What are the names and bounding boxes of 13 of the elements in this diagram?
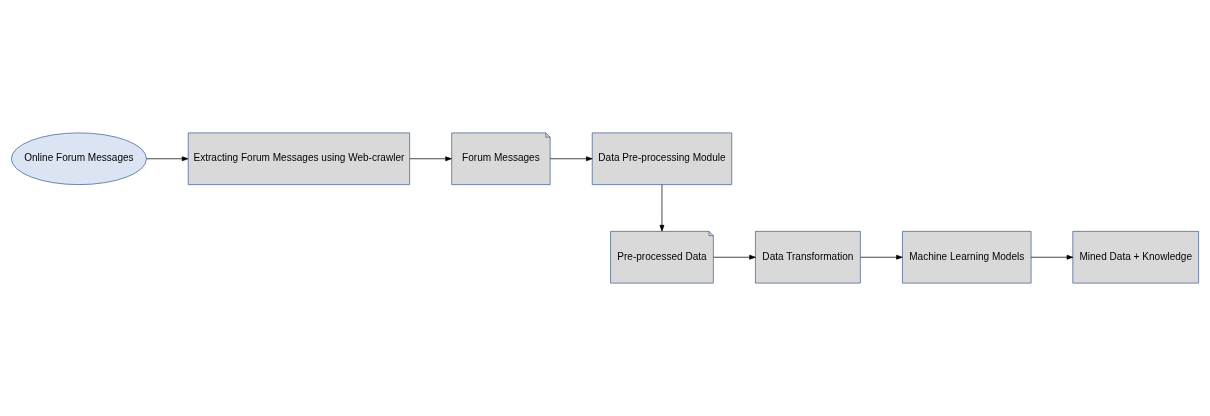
arrow bbox=[549, 156, 593, 162]
node-box: Extracting Forum Messages using Web-crawler bbox=[187, 132, 410, 185]
node-box: Data Pre-processing Module bbox=[591, 132, 733, 185]
arrow bbox=[1030, 254, 1074, 260]
node-ellipse: Online Forum Messages bbox=[11, 132, 147, 185]
arrow bbox=[860, 254, 903, 260]
node-box: Machine Learning Models bbox=[902, 231, 1032, 284]
node-box: Data Transformation bbox=[755, 231, 861, 284]
arrow bbox=[713, 254, 756, 260]
arrow bbox=[146, 156, 189, 162]
arrow bbox=[659, 184, 665, 232]
arrow bbox=[409, 156, 452, 162]
node-box: Mined Data + Knowledge bbox=[1072, 231, 1199, 284]
